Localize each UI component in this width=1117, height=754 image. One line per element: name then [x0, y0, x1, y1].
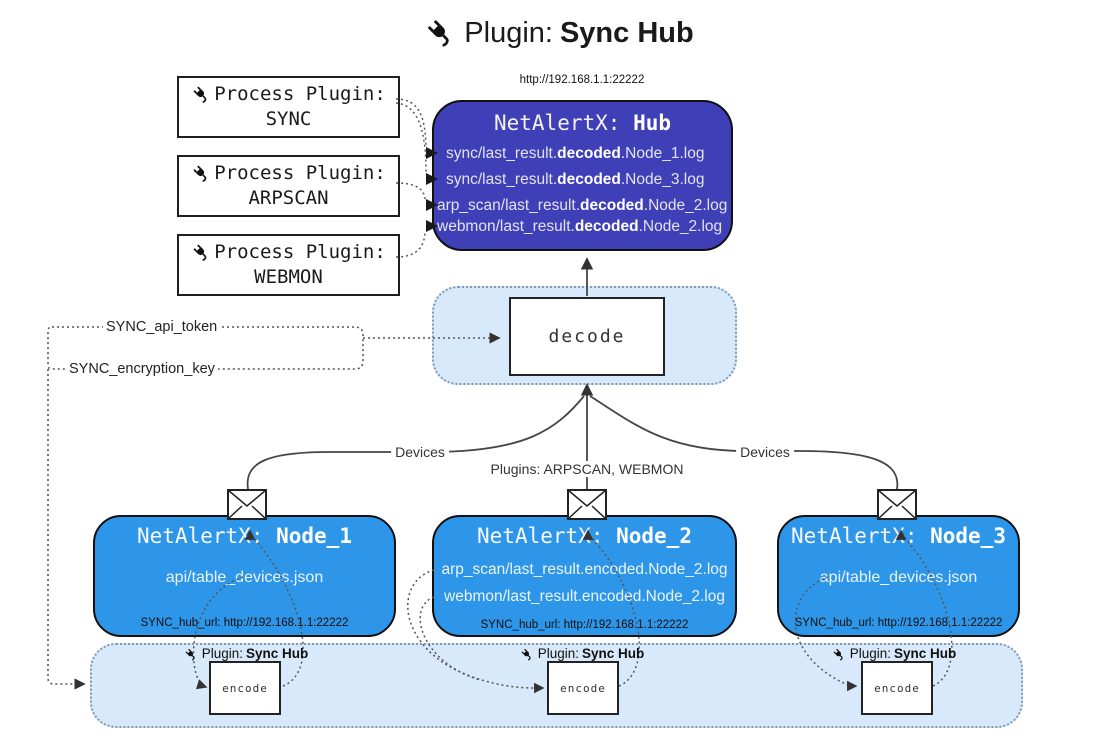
encode-box-node1: encode — [209, 661, 281, 715]
process-plugin-name: ARPSCAN — [248, 187, 329, 209]
node2-file-arpscan: arp_scan/last_result.encoded.Node_2.log — [441, 561, 728, 578]
node1-title: NetAlertX: Node_1 — [137, 524, 352, 548]
hub-file-node3: sync/last_result.decoded.Node_3.log — [446, 171, 705, 188]
title-label: Plugin: — [464, 16, 553, 49]
process-plugin-label: Process Plugin: — [214, 83, 386, 105]
band-plugin-label-2: Plugin:Sync Hub — [520, 646, 644, 662]
hub-title: NetAlertX: Hub — [493, 111, 671, 135]
envelope-icon-node1 — [227, 489, 267, 520]
node1-file: api/table_devices.json — [165, 569, 324, 586]
devices-right-label: Devices — [736, 444, 794, 460]
envelope-icon-node3 — [877, 489, 917, 520]
plug-icon — [423, 16, 457, 50]
hub-file-arpscan: arp_scan/last_result.decoded.Node_2.log — [437, 197, 728, 214]
hub-url: http://192.168.1.1:22222 — [519, 74, 645, 86]
band-plugin-label-3: Plugin:Sync Hub — [832, 646, 956, 662]
node3-title: NetAlertX: Node_3 — [791, 524, 1006, 548]
node1-box — [93, 515, 396, 637]
node2-hub-url: SYNC_hub_url: http://192.168.1.1:22222 — [480, 619, 689, 631]
plug-icon — [191, 161, 212, 186]
page-title: Plugin: Sync Hub — [423, 16, 694, 50]
process-plugin-name: WEBMON — [254, 266, 323, 288]
node1-hub-url: SYNC_hub_url: http://192.168.1.1:22222 — [140, 617, 349, 629]
envelope-icon-node2 — [567, 489, 607, 520]
title-name: Sync Hub — [559, 16, 694, 49]
sync-encryption-key-label: SYNC_encryption_key — [66, 361, 218, 377]
plug-icon — [520, 646, 535, 662]
hub-file-node1: sync/last_result.decoded.Node_1.log — [446, 145, 705, 162]
node3-hub-url: SYNC_hub_url: http://192.168.1.1:22222 — [794, 617, 1003, 629]
process-plugin-name: SYNC — [265, 108, 312, 130]
node2-title: NetAlertX: Node_2 — [477, 524, 692, 548]
hub-box — [432, 100, 733, 251]
hub-file-webmon: webmon/last_result.decoded.Node_2.log — [437, 218, 723, 235]
plug-icon — [191, 82, 212, 107]
plugins-edge-label: Plugins: ARPSCAN, WEBMON — [486, 461, 688, 477]
plug-icon — [191, 240, 212, 265]
encode-box-node3: encode — [861, 661, 933, 715]
plug-icon — [184, 646, 199, 662]
process-plugin-label: Process Plugin: — [214, 162, 386, 184]
node3-file: api/table_devices.json — [819, 569, 978, 586]
process-plugin-arpscan-box: Process Plugin: ARPSCAN — [177, 155, 400, 217]
devices-left-label: Devices — [391, 444, 449, 460]
decode-box: decode — [509, 297, 665, 376]
encode-box-node2: encode — [547, 661, 619, 715]
node2-file-webmon: webmon/last_result.encoded.Node_2.log — [444, 588, 725, 605]
process-plugin-webmon-box: Process Plugin: WEBMON — [177, 234, 400, 296]
process-plugin-sync-box: Process Plugin: SYNC — [177, 76, 400, 138]
sync-api-token-label: SYNC_api_token — [103, 319, 221, 335]
plug-icon — [832, 646, 847, 662]
process-plugin-label: Process Plugin: — [214, 241, 386, 263]
band-plugin-label-1: Plugin:Sync Hub — [184, 646, 308, 662]
